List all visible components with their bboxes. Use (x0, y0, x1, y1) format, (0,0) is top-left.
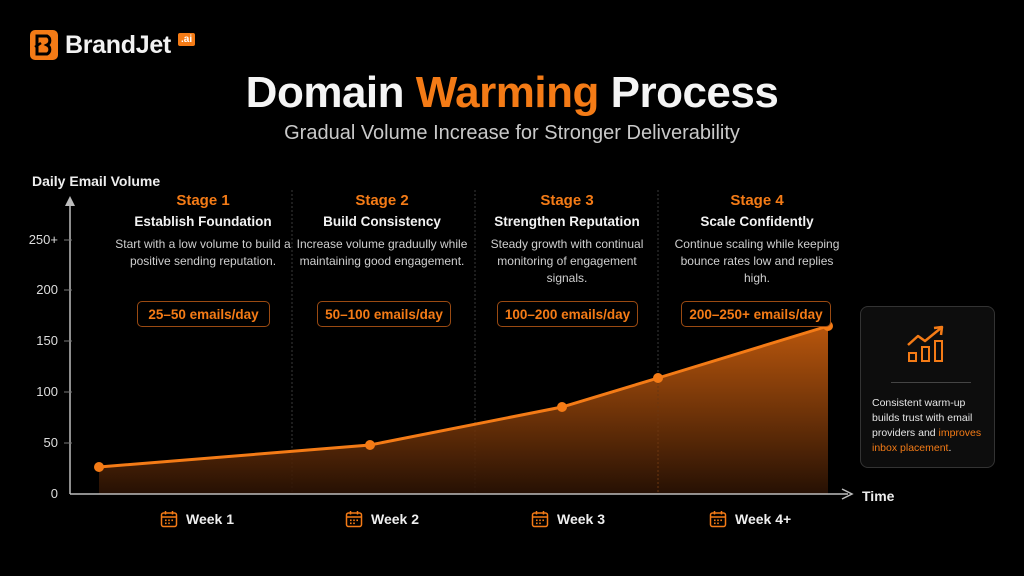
calendar-icon (345, 511, 363, 528)
y-axis-label: Daily Email Volume (32, 173, 161, 189)
calendar-icon (531, 511, 549, 528)
brand-logo: BrandJet .ai (30, 30, 196, 60)
y-tick-150: 150 (36, 333, 58, 348)
card-text-highlight: improves inbox placement (872, 427, 982, 454)
info-card: Consistent warm-up builds trust with ema… (860, 306, 995, 468)
stage-1-range-badge: 25–50 emails/day (137, 301, 270, 327)
stage-3: Stage 3 Strengthen Reputation Steady gro… (477, 192, 657, 287)
calendar-icon (160, 511, 178, 528)
stage-title: Scale Confidently (700, 214, 814, 229)
stage-number: Stage 4 (730, 192, 784, 209)
title-part-1: Domain (245, 68, 405, 117)
page-title: Domain Warming Process (0, 68, 1024, 118)
stage-2-range-badge: 50–100 emails/day (317, 301, 451, 327)
y-tick-250: 250+ (28, 232, 58, 247)
stage-description: Increase volume graduully while maintain… (296, 237, 468, 268)
stage-description: Continue scaling while keeping bounce ra… (674, 237, 840, 285)
stage-number: Stage 1 (176, 192, 230, 209)
stage-number: Stage 2 (355, 192, 409, 209)
y-tick-100: 100 (36, 384, 58, 399)
stage-title: Strengthen Reputation (494, 214, 640, 229)
data-point (557, 402, 567, 412)
stage-number: Stage 3 (540, 192, 594, 209)
brand-name: BrandJet (65, 30, 171, 59)
stage-4: Stage 4 Scale Confidently Continue scali… (667, 192, 847, 287)
week-text: Week 1 (186, 511, 234, 527)
x-axis-arrow-icon (841, 488, 854, 500)
x-axis-label: Time (862, 488, 895, 504)
brandjet-logo-icon (30, 30, 58, 60)
y-tick-0: 0 (50, 486, 58, 501)
data-point (653, 373, 663, 383)
title-accent: Warming (415, 68, 600, 117)
data-point (94, 462, 104, 472)
stage-2: Stage 2 Build Consistency Increase volum… (292, 192, 472, 270)
stage-title: Establish Foundation (134, 214, 272, 229)
week-1-label: Week 1 (160, 510, 234, 528)
volume-area (99, 326, 828, 494)
stage-1: Stage 1 Establish Foundation Start with … (113, 192, 293, 270)
brand-badge: .ai (178, 33, 196, 46)
week-text: Week 2 (371, 511, 419, 527)
info-card-text: Consistent warm-up builds trust with ema… (872, 396, 990, 456)
y-axis-arrow-icon (65, 196, 75, 206)
growth-chart-icon (907, 325, 944, 362)
stage-description: Steady growth with continual monitoring … (490, 237, 644, 285)
page-subtitle: Gradual Volume Increase for Stronger Del… (284, 122, 740, 144)
calendar-icon (709, 511, 727, 528)
stage-description: Start with a low volume to build a posit… (115, 237, 291, 268)
title-part-2: Process (610, 68, 779, 117)
card-divider (891, 382, 971, 383)
card-text-end: . (948, 442, 952, 454)
y-tick-50: 50 (43, 435, 58, 450)
week-text: Week 4+ (735, 511, 792, 527)
data-point (365, 440, 375, 450)
stage-title: Build Consistency (323, 214, 441, 229)
week-2-label: Week 2 (345, 510, 419, 528)
stage-3-range-badge: 100–200 emails/day (497, 301, 638, 327)
stage-4-range-badge: 200–250+ emails/day (681, 301, 831, 327)
card-text-plain: Consistent warm-up builds trust with ema… (872, 397, 973, 439)
week-4-label: Week 4+ (709, 510, 791, 528)
y-tick-200: 200 (36, 282, 58, 297)
week-text: Week 3 (557, 511, 605, 527)
week-3-label: Week 3 (531, 510, 605, 528)
